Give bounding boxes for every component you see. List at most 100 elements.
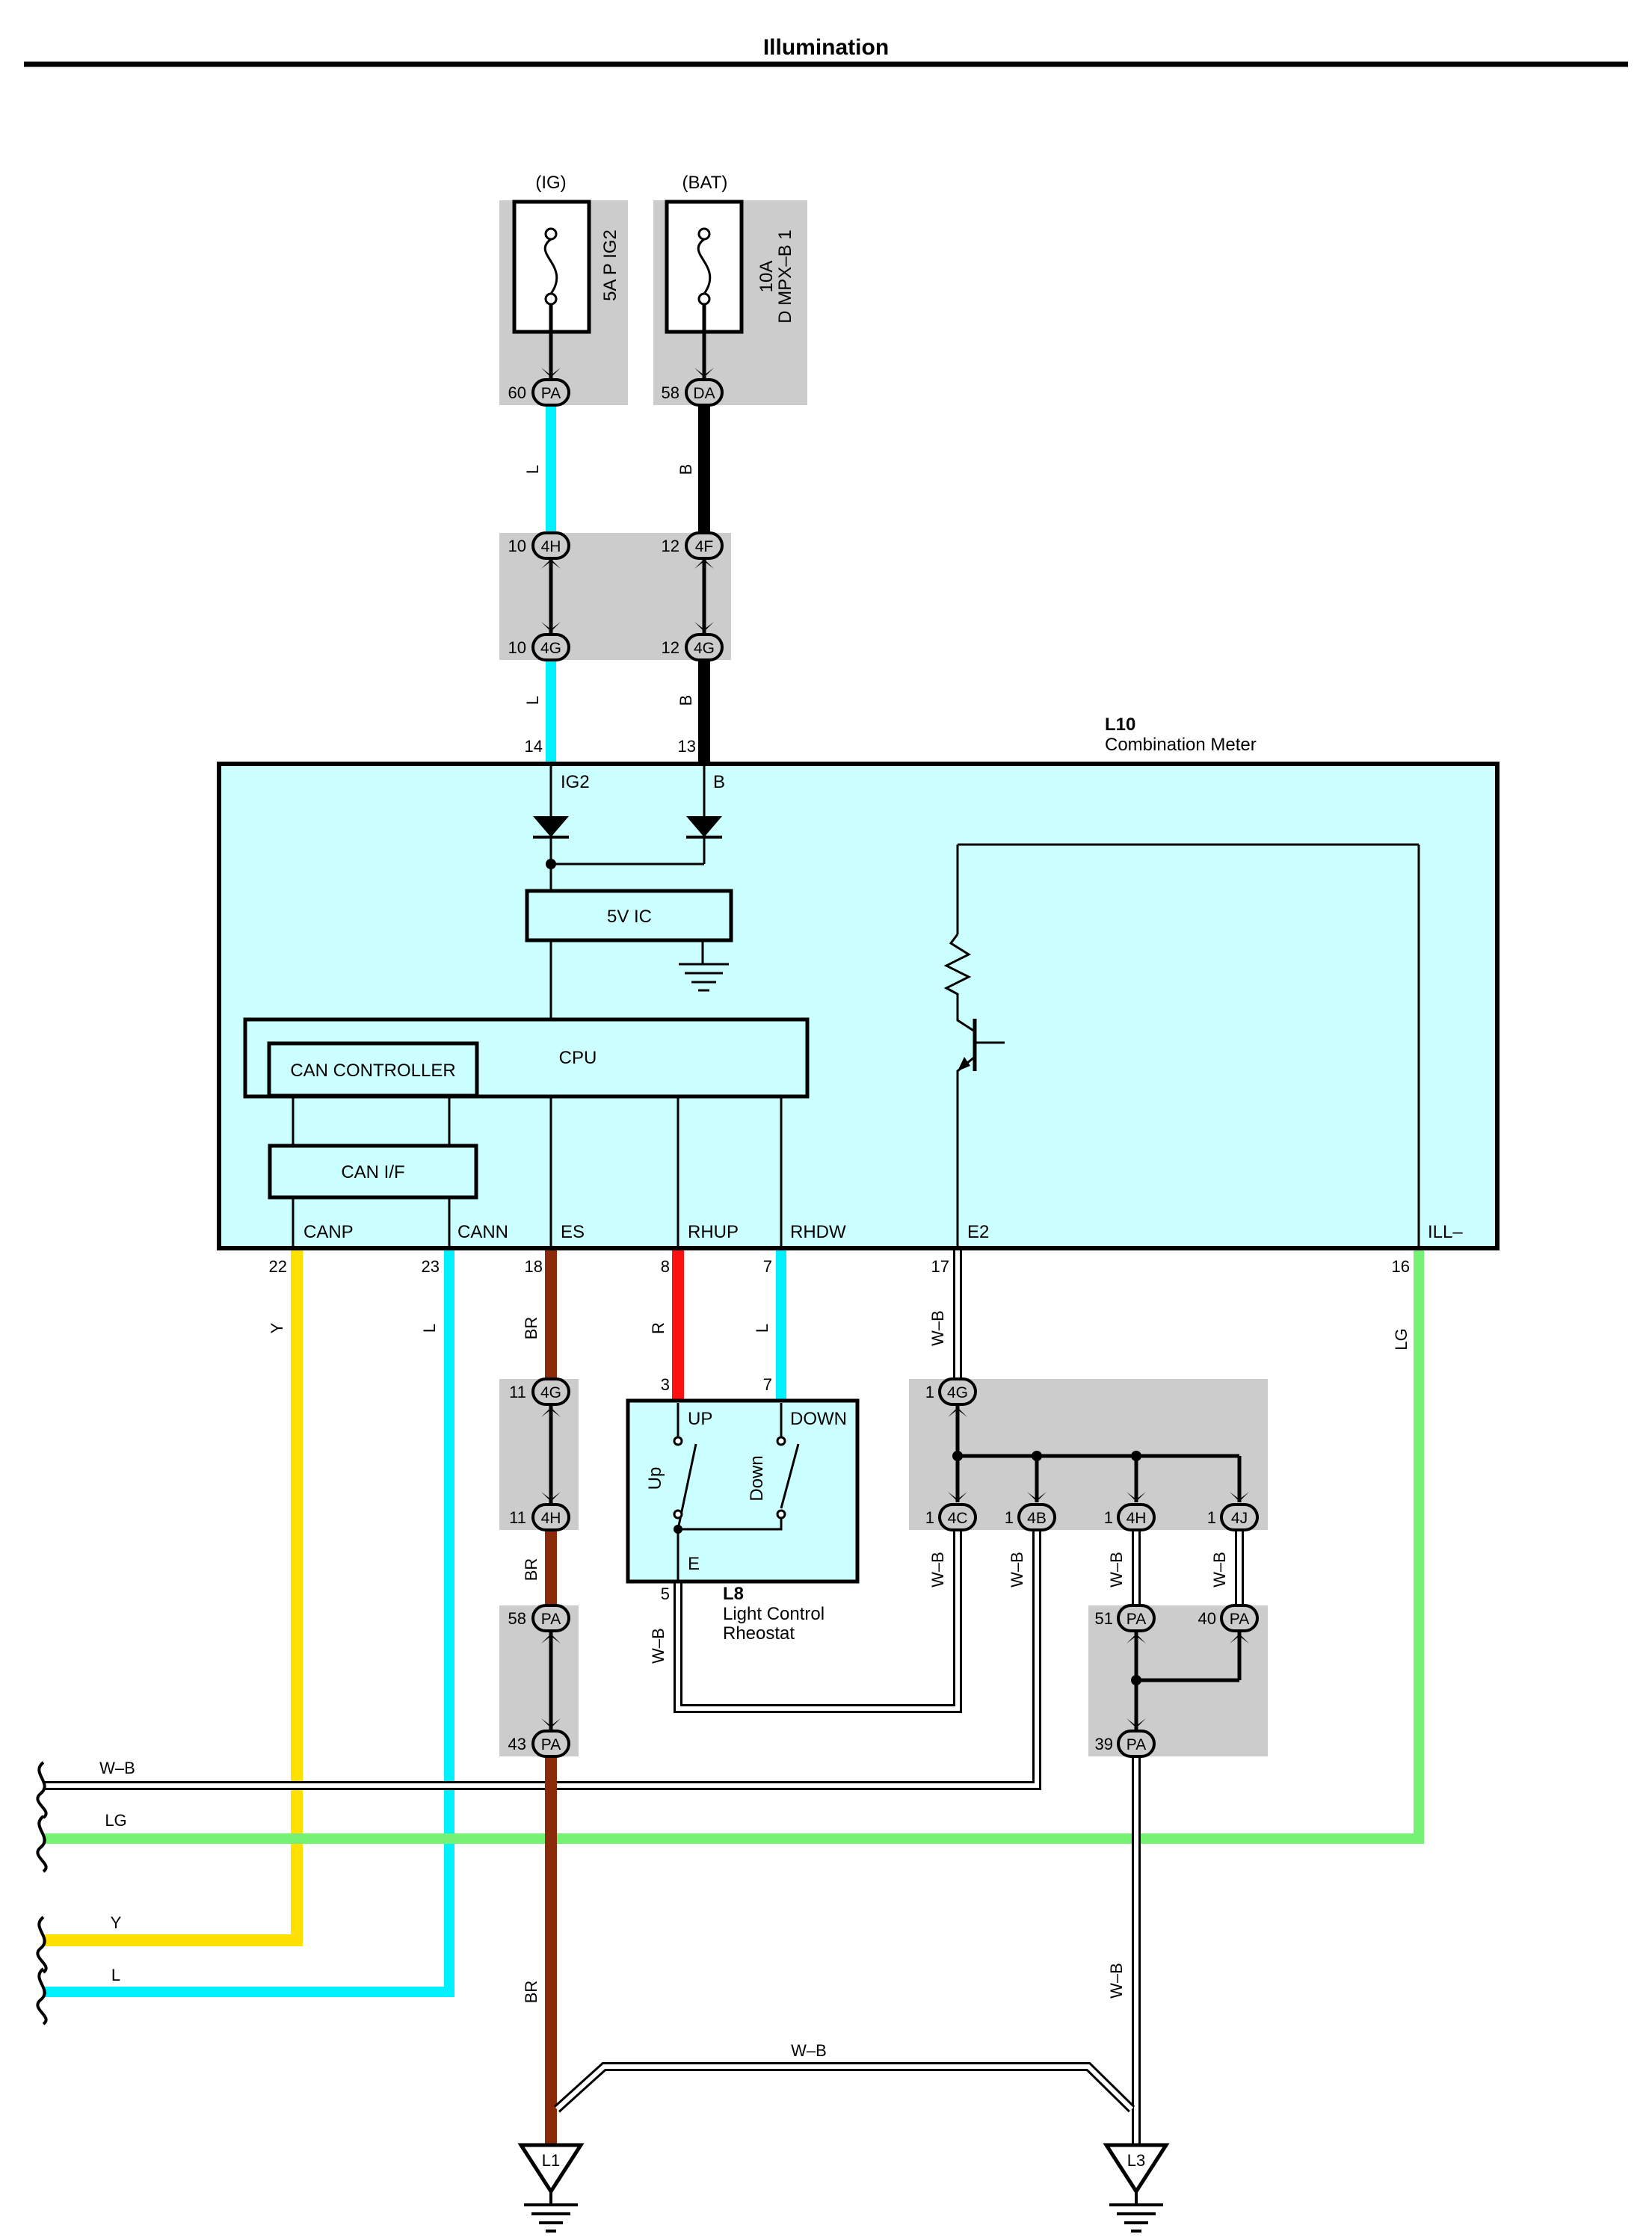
br-conn-4g: 4G: [540, 1384, 561, 1401]
meter-terminal-ill: ILL–: [1428, 1222, 1463, 1242]
e2-conn-4j: 4J: [1231, 1510, 1248, 1527]
conn-4f-top: 4F: [695, 538, 714, 555]
meter-pin-8: 8: [661, 1257, 670, 1276]
cpu-label: CPU: [559, 1048, 597, 1068]
wire-wb-ground-bridge: [553, 2062, 1135, 2113]
wire-label-wb-4b: W–B: [1008, 1552, 1026, 1588]
br-conn-pa-58: PA: [541, 1611, 561, 1628]
wire-label-wb-4c: W–B: [928, 1552, 947, 1588]
rheostat-pin-7: 7: [763, 1375, 772, 1394]
meter-pin-18: 18: [525, 1257, 543, 1276]
e2-conn-4g: 4G: [947, 1384, 968, 1401]
e2-pin-4b: 1: [1005, 1508, 1014, 1527]
e2-conn-4b: 4B: [1027, 1510, 1047, 1527]
ground-l1-label: L1: [542, 2151, 560, 2170]
wire-label-y-2: Y: [111, 1913, 122, 1932]
pa-pin-39: 39: [1095, 1735, 1113, 1753]
rheostat-body: [626, 1398, 860, 1584]
wire-label-l-1: L: [523, 465, 542, 474]
rheostat-pin-5: 5: [661, 1585, 670, 1603]
rheostat-label-e: E: [688, 1554, 700, 1574]
ground-l3: [1103, 2143, 1170, 2233]
wire-label-wb-4j: W–B: [1210, 1552, 1229, 1588]
wire-label-y-1: Y: [268, 1322, 286, 1333]
wire-label-l-4: L: [111, 1966, 120, 1984]
conn-4h-top: 4H: [541, 538, 561, 555]
conn-ig-pa: PA: [541, 385, 561, 402]
meter-terminal-es: ES: [561, 1222, 585, 1242]
e2-pin-4h: 1: [1104, 1508, 1113, 1527]
rheostat-switch-up: Up: [645, 1467, 665, 1490]
pin-ig-60: 60: [508, 383, 526, 402]
conn-4g-top-r: 4G: [694, 640, 715, 657]
diode-b: [686, 816, 722, 837]
wire-continuation-marks: [36, 1761, 48, 2025]
transistor-emitter-arrow: [958, 1057, 970, 1071]
pa-conn-51: PA: [1126, 1611, 1146, 1628]
br-pin-11a: 11: [509, 1383, 526, 1401]
meter-pin-13: 13: [678, 737, 696, 756]
meter-terminal-b: B: [713, 772, 725, 792]
conn-bat-da: DA: [693, 385, 715, 402]
rheostat-switch-down: Down: [747, 1455, 767, 1501]
wire-label-br-2: BR: [522, 1558, 540, 1582]
fuse-bat-name: D MPX–B 1: [775, 229, 795, 323]
can-controller-block: [267, 1041, 479, 1098]
pa-conn-40: PA: [1230, 1611, 1249, 1628]
conn-4g-top-l: 4G: [540, 640, 561, 657]
fuse-ig: [512, 200, 591, 383]
pin-4f-12: 12: [662, 537, 679, 555]
5v-ic-block: [525, 889, 733, 942]
rheostat-pin-3: 3: [661, 1375, 670, 1394]
pin-4g-12: 12: [662, 638, 679, 657]
rheostat-name-2: Rheostat: [723, 1623, 795, 1644]
wire-lg-ill: [43, 1250, 1424, 1844]
pa-pin-51: 51: [1095, 1609, 1113, 1628]
rheostat-id: L8: [723, 1584, 744, 1604]
fuse-bat-amp: 10A: [756, 261, 777, 293]
meter-id: L10: [1105, 715, 1135, 735]
ground-l3-label: L3: [1127, 2151, 1145, 2170]
wire-label-l-5: L: [753, 1324, 771, 1333]
wire-label-lg-2: LG: [105, 1811, 126, 1830]
wire-y-canp: [43, 1250, 303, 1946]
rheostat-label-up: UP: [688, 1409, 712, 1429]
pin-4g-10: 10: [508, 638, 526, 657]
wire-label-wb-e2: W–B: [928, 1310, 947, 1346]
meter-pin-16: 16: [1392, 1257, 1410, 1276]
fuse-ig-label: 5A P IG2: [600, 229, 620, 301]
diode-junction-dot: [546, 859, 556, 869]
br-pin-58: 58: [508, 1609, 526, 1628]
meter-terminal-e2: E2: [967, 1222, 989, 1242]
wire-wb-4b: [43, 1529, 1041, 1790]
wire-wb-4h-4j: [1132, 1529, 1244, 1605]
e2-conn-4h: 4H: [1126, 1510, 1147, 1527]
page-title: Illumination: [763, 35, 889, 60]
wire-label-wb-4h: W–B: [1107, 1552, 1126, 1588]
e2-pin-4j: 1: [1207, 1508, 1216, 1527]
e2-pin-4c: 1: [925, 1508, 934, 1527]
pa-conn-39: PA: [1126, 1736, 1146, 1753]
pa-pin-40: 40: [1198, 1609, 1216, 1628]
meter-terminal-rhup: RHUP: [688, 1222, 739, 1242]
rheostat-label-down: DOWN: [790, 1409, 847, 1429]
wire-label-lg-1: LG: [1392, 1328, 1411, 1350]
wire-label-wb-l3: W–B: [1107, 1963, 1126, 1999]
can-if-label: CAN I/F: [341, 1162, 404, 1182]
bat-source-label: (BAT): [682, 173, 728, 193]
meter-terminal-ig2: IG2: [561, 772, 590, 792]
br-conn-4h: 4H: [541, 1510, 561, 1527]
wire-wb-rheostat-e: [674, 1529, 962, 1713]
rheostat-name-1: Light Control: [723, 1604, 825, 1624]
diode-ig2: [533, 816, 569, 837]
wire-label-wb-bridge: W–B: [791, 2041, 827, 2060]
meter-terminal-cann: CANN: [457, 1222, 508, 1242]
meter-terminal-canp: CANP: [303, 1222, 354, 1242]
ground-l1: [517, 2143, 585, 2233]
meter-pin-17: 17: [931, 1257, 949, 1276]
can-if-block: [268, 1144, 478, 1200]
pin-bat-58: 58: [662, 383, 679, 402]
wire-label-b-1: B: [676, 464, 695, 475]
wire-label-wb-top: W–B: [99, 1759, 135, 1777]
